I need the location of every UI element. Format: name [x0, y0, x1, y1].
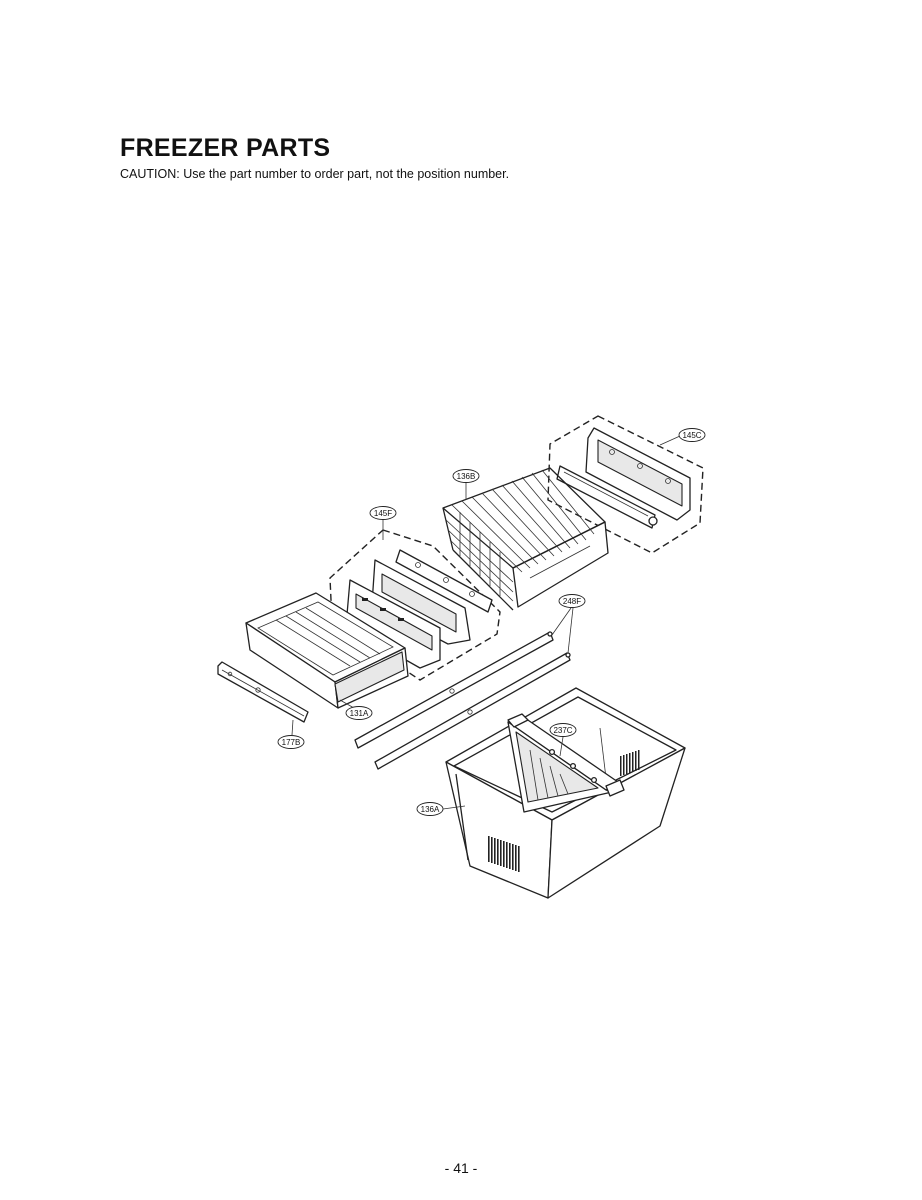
callout-136B: 136B — [452, 469, 480, 500]
caution-note: CAUTION: Use the part number to order pa… — [120, 167, 510, 181]
callout-237C: 237C — [549, 723, 577, 757]
callout-136A: 136A — [416, 802, 466, 816]
callout-label-136A: 136A — [421, 805, 440, 814]
callout-131A: 131A — [339, 699, 373, 720]
callout-248F: 248F — [551, 594, 586, 654]
callout-label-131A: 131A — [350, 709, 369, 718]
part-136B-wire-basket — [442, 467, 609, 611]
callout-label-145F: 145F — [374, 509, 392, 518]
part-237C-basket-divider — [507, 713, 625, 813]
part-177B-side-rail — [217, 661, 309, 723]
page-number: - 41 - — [444, 1160, 478, 1176]
page-title: FREEZER PARTS — [120, 134, 331, 162]
callout-label-136B: 136B — [457, 472, 476, 481]
part-145C-rail-assembly — [547, 415, 704, 554]
callout-145F: 145F — [369, 506, 397, 540]
callout-177B: 177B — [277, 719, 305, 749]
part-248F-rails — [354, 631, 571, 770]
callout-label-248F: 248F — [563, 597, 581, 606]
callout-label-145C: 145C — [682, 431, 701, 440]
callout-label-237C: 237C — [553, 726, 572, 735]
callout-label-177B: 177B — [282, 738, 301, 747]
callout-145C: 145C — [659, 428, 706, 446]
part-131A-drawer-tray — [245, 592, 409, 709]
part-145F-support-assembly — [329, 529, 501, 681]
